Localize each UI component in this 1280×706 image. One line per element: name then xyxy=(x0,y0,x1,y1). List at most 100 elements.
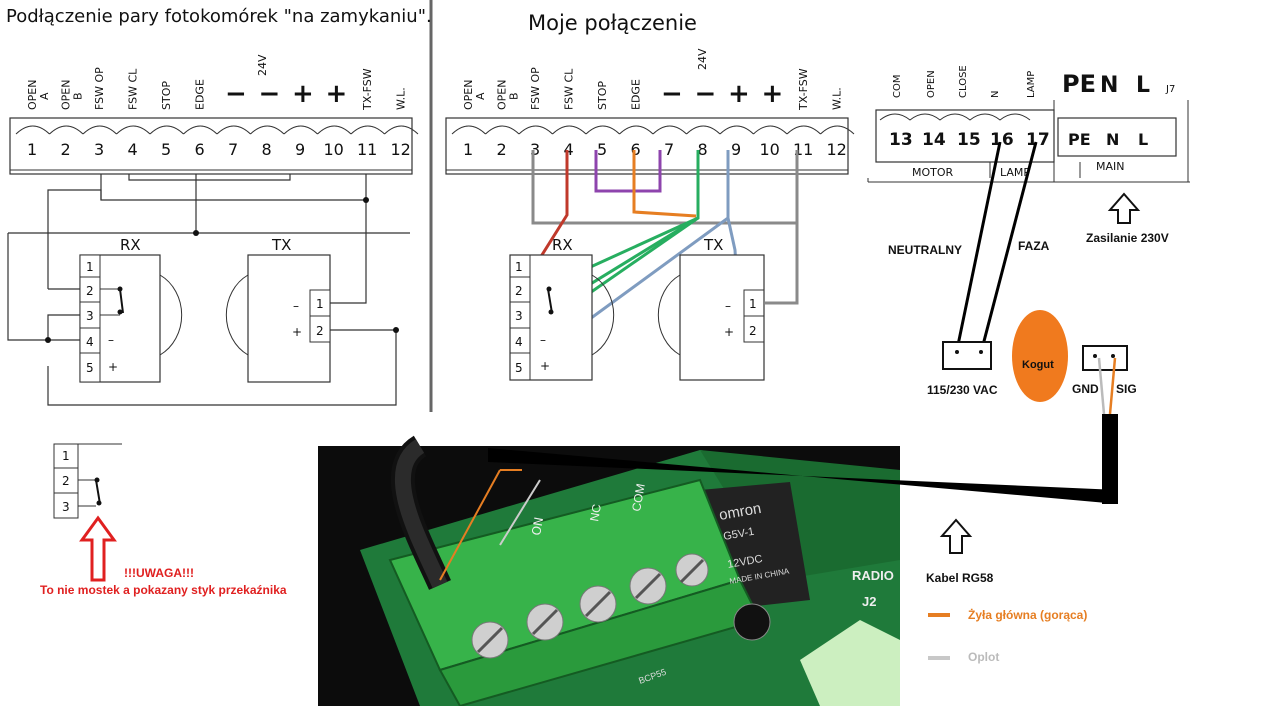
board-main-l: L xyxy=(1136,73,1150,98)
right-terminal-number-3: 3 xyxy=(530,140,540,159)
left-terminal-number-5: 5 xyxy=(161,140,171,159)
gnd-label: GND xyxy=(1072,382,1099,396)
right-tx-module xyxy=(657,254,765,381)
left-tx-label: TX xyxy=(271,236,291,254)
right-rx-pin-4: 4 xyxy=(515,335,523,349)
board-main-num-n: N xyxy=(1106,130,1119,149)
left-terminal-number-4: 4 xyxy=(128,140,138,159)
neutralny-label: NEUTRALNY xyxy=(888,243,962,257)
photo-label-com: COM xyxy=(629,483,648,513)
right-terminal-label-12: W.L. xyxy=(831,87,844,110)
board-main-pe: PE xyxy=(1062,70,1096,98)
warning-pin-3: 3 xyxy=(62,500,70,514)
left-terminal-label-3: FSW OP xyxy=(93,67,106,110)
left-terminal-label-2: OPEN xyxy=(60,80,73,110)
right-tx-pin-1: 1 xyxy=(749,297,757,311)
right-terminal-number-8: 8 xyxy=(698,140,708,159)
warning-relay-symbol xyxy=(53,443,122,519)
warning-title: !!!UWAGA!!! xyxy=(124,566,194,580)
left-rx-minus: – xyxy=(108,333,114,347)
left-rx-pin-2: 2 xyxy=(86,284,94,298)
board-main-num-l: L xyxy=(1138,130,1148,149)
board-top-label-1: COM xyxy=(892,75,903,98)
right-rx-pin-1: 1 xyxy=(515,260,523,274)
right-rx-module xyxy=(509,254,615,381)
warning-text: To nie mostek a pokazany styk przekaźnik… xyxy=(40,583,287,597)
board-top-label-3: CLOSE xyxy=(958,65,969,98)
right-terminal-label-4: FSW CL xyxy=(563,68,576,110)
vac-label: 115/230 VAC xyxy=(927,383,998,397)
left-tx-pin-2: 2 xyxy=(316,324,324,338)
left-rx-label: RX xyxy=(120,236,141,254)
left-voltage: 24V xyxy=(256,54,269,76)
photo-radio: RADIO xyxy=(852,568,894,583)
right-terminal-number-7: 7 xyxy=(664,140,674,159)
faza-label: FAZA xyxy=(1018,239,1050,253)
left-wiring xyxy=(7,174,410,406)
left-rx-pin-3: 3 xyxy=(86,309,94,323)
left-terminal-number-1: 1 xyxy=(27,140,37,159)
right-terminal-label-6: EDGE xyxy=(630,79,643,110)
left-terminal-number-2: 2 xyxy=(61,140,71,159)
right-terminal-sublabel-1: A xyxy=(474,92,487,100)
photo-label-on: ON xyxy=(529,516,546,537)
lamp-connector xyxy=(942,341,992,370)
board-top-label-4: N xyxy=(990,91,1001,98)
board-main-num-pe: PE xyxy=(1068,130,1091,149)
board-num-17: 17 xyxy=(1026,130,1050,150)
left-terminal-sublabel-2: B xyxy=(72,92,85,100)
left-tx-minus: – xyxy=(293,299,299,313)
right-terminal-number-2: 2 xyxy=(497,140,507,159)
left-rx-plus: + xyxy=(108,360,118,374)
right-terminal-number-5: 5 xyxy=(597,140,607,159)
right-rx-plus: + xyxy=(540,359,550,373)
right-rx-minus: – xyxy=(540,333,546,347)
right-terminal-label-5: STOP xyxy=(596,81,609,110)
left-terminal-label-4: FSW CL xyxy=(127,68,140,110)
pcb-photo xyxy=(318,435,900,706)
left-terminal-label-1: OPEN xyxy=(26,80,39,110)
left-terminal-label-11: TX-FSW xyxy=(361,68,374,111)
left-rx-pin-5: 5 xyxy=(86,361,94,375)
right-terminal-number-1: 1 xyxy=(463,140,473,159)
phase-wire xyxy=(981,141,1038,346)
left-terminal-number-9: 9 xyxy=(295,140,305,159)
board-num-14: 14 xyxy=(922,130,946,150)
kogut-label: Kogut xyxy=(1022,359,1054,371)
warning-arrow-icon xyxy=(79,515,117,582)
left-terminal-symbol-7: − xyxy=(225,79,247,109)
board-top-label-2: OPEN xyxy=(926,70,937,98)
board-num-13: 13 xyxy=(889,130,913,150)
zasilanie-label: Zasilanie 230V xyxy=(1086,231,1169,245)
right-title: Moje połączenie xyxy=(528,11,697,35)
right-terminal-symbol-7: − xyxy=(661,79,683,109)
board-num-15: 15 xyxy=(957,130,981,150)
right-terminal-symbol-8: − xyxy=(695,79,717,109)
right-tx-minus: – xyxy=(725,299,731,313)
left-terminal-number-11: 11 xyxy=(357,140,377,159)
relay-model: G5V-1 xyxy=(722,526,755,543)
rg58-cable xyxy=(1102,414,1118,504)
right-tx-plus: + xyxy=(724,325,734,339)
left-terminal-label-5: STOP xyxy=(160,81,173,110)
left-terminal-label-6: EDGE xyxy=(194,79,207,110)
cable-arrow-icon xyxy=(939,518,973,554)
right-terminal-sublabel-2: B xyxy=(508,92,521,100)
sig-label: SIG xyxy=(1116,382,1137,396)
warning-pin-1: 1 xyxy=(62,449,70,463)
left-terminal-number-6: 6 xyxy=(195,140,205,159)
right-terminal-label-1: OPEN xyxy=(462,80,475,110)
right-tx-label: TX xyxy=(703,236,723,254)
right-terminal-strip xyxy=(445,117,855,175)
left-rx-pin-1: 1 xyxy=(86,260,94,274)
left-tx-plus: + xyxy=(292,325,302,339)
left-terminal-number-10: 10 xyxy=(324,140,344,159)
left-terminal-number-7: 7 xyxy=(228,140,238,159)
board-num-16: 16 xyxy=(990,130,1014,150)
right-terminal-number-12: 12 xyxy=(827,140,847,159)
left-terminal-number-8: 8 xyxy=(262,140,272,159)
photo-label-nc: NC xyxy=(587,503,604,523)
